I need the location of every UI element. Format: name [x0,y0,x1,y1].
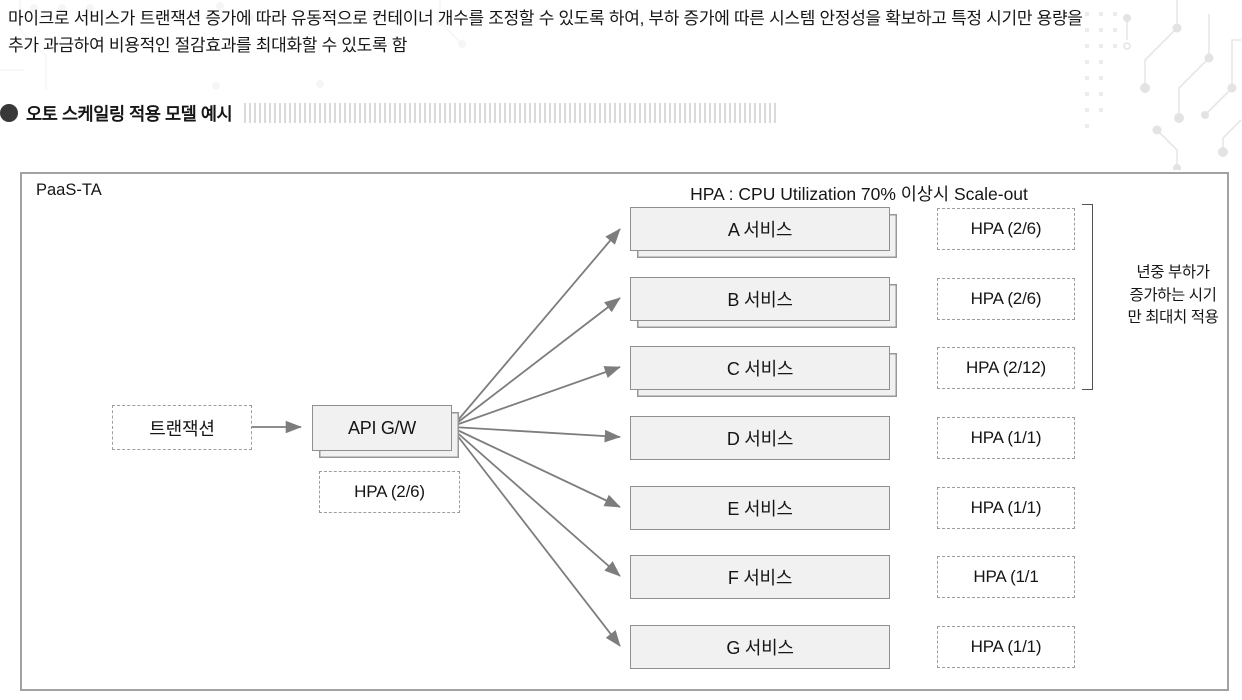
hpa-label: HPA (1/1) [970,637,1042,656]
api-gateway-box: API G/W [312,405,452,451]
flow-arrows [252,228,621,647]
bracket-note: 년중 부하가 증가하는 시기 만 최대치 적용 [1127,264,1219,326]
service-label: C 서비스 [726,359,794,379]
service-label: G 서비스 [726,638,794,658]
transaction-box: 트랜잭션 [112,405,252,450]
service-box-b: B 서비스 [630,277,890,321]
hpa-label: HPA (1/1 [973,567,1039,586]
service-box-g: G 서비스 [630,625,890,669]
transaction-label: 트랜잭션 [149,418,215,439]
hpa-label: HPA (2/12) [966,358,1046,377]
grouping-bracket [1082,204,1093,390]
gateway-hpa-label: HPA (2/6) [354,482,425,501]
api-gateway-label: API G/W [348,417,416,438]
gateway-hpa-box: HPA (2/6) [319,471,460,513]
section-header: 오토 스케일링 적용 모델 예시 [0,102,780,124]
section-title: 오토 스케일링 적용 모델 예시 [26,103,233,124]
service-box-c: C 서비스 [630,346,890,390]
circuit-pattern-icon [0,0,466,90]
intro-paragraph: 마이크로 서비스가 트랜잭션 증가에 따라 유동적으로 컨테이너 개수를 조정할… [8,5,1240,59]
hpa-label: HPA (2/6) [970,289,1042,308]
hpa-label: HPA (1/1) [970,498,1042,517]
service-label: A 서비스 [727,220,793,240]
service-box-d: D 서비스 [630,416,890,460]
diagram-frame: PaaS-TA HPA : CPU Utilization 70% 이상시 Sc… [20,172,1229,691]
circuit-pattern-icon [1085,0,1242,170]
hpa-box-e: HPA (1/1) [937,487,1075,529]
service-box-f: F 서비스 [630,555,890,599]
hpa-label: HPA (2/6) [970,219,1042,238]
hpa-box-b: HPA (2/6) [937,278,1075,320]
diagram-title: HPA : CPU Utilization 70% 이상시 Scale-out [690,184,1028,204]
platform-label: PaaS-TA [36,181,102,199]
bullet-icon [0,104,18,122]
service-box-a: A 서비스 [630,207,890,251]
service-box-e: E 서비스 [630,486,890,530]
hpa-box-f: HPA (1/1 [937,556,1075,598]
service-label: D 서비스 [726,429,794,449]
intro-line-1: 마이크로 서비스가 트랜잭션 증가에 따라 유동적으로 컨테이너 개수를 조정할… [8,9,1083,28]
hpa-box-g: HPA (1/1) [937,626,1075,668]
service-label: E 서비스 [727,499,793,519]
intro-line-2: 추가 과금하여 비용적인 절감효과를 최대화할 수 있도록 함 [8,36,408,55]
service-label: B 서비스 [727,290,793,310]
hpa-box-a: HPA (2/6) [937,208,1075,250]
stripe-divider [244,103,780,123]
service-label: F 서비스 [727,568,793,588]
hpa-box-c: HPA (2/12) [937,347,1075,389]
hpa-box-d: HPA (1/1) [937,417,1075,459]
hpa-label: HPA (1/1) [970,428,1042,447]
